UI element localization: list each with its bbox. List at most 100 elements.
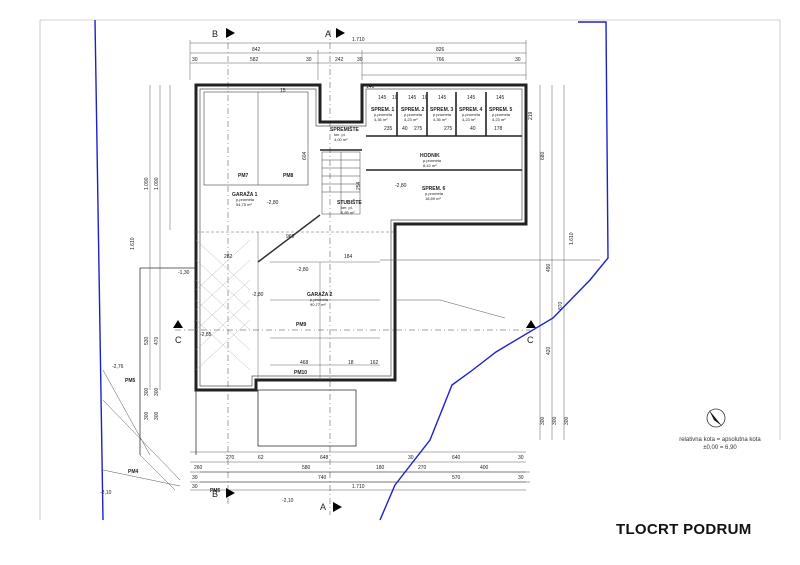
svg-text:145: 145: [408, 95, 417, 101]
svg-text:1.090: 1.090: [154, 177, 160, 190]
svg-text:1.710: 1.710: [352, 484, 365, 490]
parcel-boundary-right: [379, 21, 609, 521]
svg-text:SPREM. 1: SPREM. 1: [371, 107, 395, 113]
svg-text:SPREM. 3: SPREM. 3: [430, 107, 454, 113]
svg-text:162: 162: [370, 360, 379, 366]
svg-text:300: 300: [552, 416, 558, 425]
svg-text:15: 15: [280, 88, 286, 94]
parcel-boundary: [94, 19, 104, 521]
svg-text:40: 40: [470, 126, 476, 132]
room-sprem-4: SPREM. 4 p.prometa 4,23 m²: [459, 107, 483, 122]
svg-text:p.prometa: p.prometa: [404, 112, 423, 117]
dim-label: 826: [436, 47, 445, 53]
dim-label: 30: [192, 57, 198, 63]
svg-text:275: 275: [444, 126, 453, 132]
svg-text:PM4: PM4: [128, 469, 139, 475]
svg-text:604: 604: [302, 151, 308, 160]
svg-text:254: 254: [356, 181, 362, 190]
svg-text:30: 30: [518, 455, 524, 461]
svg-text:270: 270: [418, 465, 427, 471]
section-marker-c-right: C: [526, 320, 536, 345]
svg-text:p.prometa: p.prometa: [462, 112, 481, 117]
svg-text:30: 30: [408, 455, 414, 461]
svg-text:-2,10: -2,10: [100, 490, 112, 496]
svg-text:p.prometa: p.prometa: [492, 112, 511, 117]
svg-text:1.090: 1.090: [144, 177, 150, 190]
svg-text:C: C: [175, 335, 182, 345]
svg-text:530: 530: [144, 336, 150, 345]
svg-text:4,36 m²: 4,36 m²: [374, 117, 388, 122]
svg-text:4,23 m²: 4,23 m²: [492, 117, 506, 122]
dim-label: 582: [250, 57, 259, 63]
dim-label: 30: [515, 57, 521, 63]
dimension-labels-right: 680 1.610 490 870 420 300 300 300: [540, 151, 575, 425]
level-legend: relativna kota = apsolutna kota ±0,00 = …: [672, 436, 768, 452]
section-marker-c-left: C: [173, 320, 183, 345]
svg-text:PM7: PM7: [238, 173, 249, 179]
svg-text:-2,80: -2,80: [252, 292, 264, 298]
legend-line-1: relativna kota = apsolutna kota: [679, 437, 761, 443]
svg-text:p.prometa: p.prometa: [425, 191, 444, 196]
level-marks: -2,80 -2,80 -2,80 -2,80 -1,30 -2,85 -2,7…: [100, 183, 407, 504]
dimension-lines-top: [189, 40, 527, 80]
svg-text:275: 275: [414, 126, 423, 132]
svg-text:490: 490: [546, 263, 552, 272]
svg-text:960: 960: [286, 234, 295, 240]
svg-text:PM9: PM9: [296, 322, 307, 328]
svg-text:1.610: 1.610: [569, 232, 575, 245]
svg-text:4,23 m²: 4,23 m²: [462, 117, 476, 122]
svg-text:10: 10: [392, 95, 398, 101]
svg-text:p.prometa: p.prometa: [423, 158, 442, 163]
dim-label: 242: [335, 57, 344, 63]
svg-text:GARAŽA 1: GARAŽA 1: [232, 190, 258, 198]
svg-text:-2,85: -2,85: [200, 332, 212, 338]
stair: [321, 151, 361, 215]
dimension-lines-bottom: [190, 451, 526, 491]
svg-text:400: 400: [480, 465, 489, 471]
svg-text:30: 30: [192, 475, 198, 481]
svg-text:PM10: PM10: [294, 370, 307, 376]
svg-text:SPREMIŠTE: SPREMIŠTE: [330, 125, 360, 133]
svg-text:300: 300: [144, 411, 150, 420]
svg-text:4,23 m²: 4,23 m²: [404, 117, 418, 122]
svg-text:1.610: 1.610: [130, 237, 136, 250]
svg-text:145: 145: [438, 95, 447, 101]
ramp-hatch: [195, 239, 251, 371]
svg-text:-2,10: -2,10: [282, 498, 294, 504]
dimension-labels-inner: 145 145 145 145 145 146 235 275 275 178 …: [224, 84, 534, 366]
section-marker-b-bottom: B: [212, 488, 235, 499]
svg-text:10: 10: [422, 95, 428, 101]
svg-text:-2,80: -2,80: [395, 183, 407, 189]
svg-text:40: 40: [402, 126, 408, 132]
svg-text:680: 680: [540, 151, 546, 160]
svg-text:ker. pl.: ker. pl.: [334, 132, 346, 137]
storage-partitions: [320, 92, 522, 171]
svg-text:90,77 m²: 90,77 m²: [310, 302, 326, 307]
site-lines: [102, 259, 600, 491]
svg-text:PM5: PM5: [125, 378, 136, 384]
section-axes: [175, 30, 530, 515]
lower-court: [139, 267, 357, 455]
svg-text:STUBIŠTE: STUBIŠTE: [337, 198, 362, 206]
svg-text:468: 468: [300, 360, 309, 366]
svg-text:B: B: [212, 489, 218, 499]
svg-text:270: 270: [226, 455, 235, 461]
svg-text:A: A: [325, 29, 331, 39]
svg-text:PM8: PM8: [283, 173, 294, 179]
parking-labels: PM7 PM8 PM9 PM10 PM5 PM4 PM6: [125, 173, 307, 494]
section-marker-a-top: A: [325, 28, 345, 39]
svg-text:300: 300: [564, 416, 570, 425]
svg-text:6,85 m²: 6,85 m²: [341, 210, 355, 215]
svg-text:54,75 m²: 54,75 m²: [236, 202, 252, 207]
dimension-lines-side: [149, 85, 565, 440]
north-arrow-icon: [706, 408, 726, 428]
room-sprem-1: SPREM. 1 p.prometa 4,36 m²: [371, 107, 395, 122]
legend-line-2: ±0,00 = 6,90: [703, 445, 737, 451]
svg-text:A: A: [320, 502, 326, 512]
building-inner-outline: [199, 88, 523, 387]
svg-text:8,42 m²: 8,42 m²: [423, 163, 437, 168]
dimension-labels-bottom: 270 62 648 30 640 30 260 580 180 270 400…: [192, 455, 524, 490]
dim-label: 30: [357, 57, 363, 63]
svg-text:260: 260: [194, 465, 203, 471]
